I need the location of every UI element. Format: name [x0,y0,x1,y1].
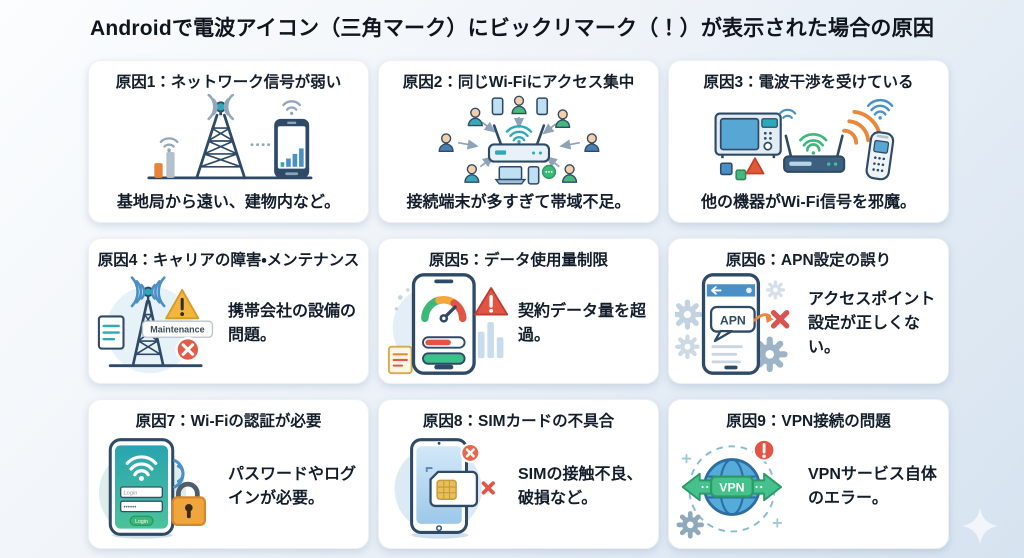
apn-speech-bubble: APN [709,305,756,343]
apn-error-icon: APN [675,273,790,375]
card-description: 他の機器がWi-Fi信号を邪魔。 [701,194,916,211]
card-cause-4: 原因4：キャリアの障害・メンテナンス [88,238,369,384]
sim-card-icon [429,470,495,508]
vpn-banner: VPN [709,475,754,498]
vpn-globe-illustration: VPN [675,434,803,540]
interference-illustration [669,93,948,188]
page-title: Androidで電波アイコン（三角マーク）にビックリマーク（！）が表示された場合… [89,17,935,40]
back-arrow-icon [711,286,722,295]
arrow-icon [753,313,772,322]
green-cube-icon [734,168,746,180]
cordless-phone-icon [865,130,894,180]
svg-text:VPN: VPN [719,480,744,494]
card-cause-9: 原因9：VPN接続の問題 [668,399,949,549]
svg-text:••••••: •••••• [124,504,137,511]
card-title: 原因3：電波干渉を受けている [703,74,914,91]
card-description: VPNサービス自体のエラー。 [808,466,937,507]
wifi-login-lock-icon: Login •••••• Login [98,438,207,539]
gear-icon [675,302,700,327]
sim-card-error-icon [394,438,495,539]
tower-maintenance-icon: Maintenance [97,276,214,374]
wifi-router-icon [487,123,550,163]
sparkle-icon [681,453,692,464]
card-cause-2: 原因2：同じWi-Fiにアクセス集中 [378,60,659,223]
svg-text:Login: Login [135,519,148,525]
card-title: 原因1：ネットワーク信号が弱い [115,74,342,91]
card-description: パスワードやログインが必要。 [228,466,357,507]
warning-triangle-icon [165,288,200,320]
gear-icon [765,280,786,300]
card-title: 原因8：SIMカードの不具合 [422,413,615,430]
router-icon [782,132,845,173]
crowded-wifi-illustration [379,93,658,188]
smartphone-icon [411,273,476,375]
cause-card-grid: 原因1：ネットワーク信号が弱い [88,60,949,549]
card-cause-3: 原因3：電波干渉を受けている [668,60,949,223]
sparkle-icon [962,508,998,544]
error-badge-icon [460,442,481,463]
chat-bubble-icon [541,164,556,179]
phone-wifi-icon [866,98,893,120]
usage-bar-icon [422,336,466,365]
card-cause-6: 原因6：APN設定の誤り [668,238,949,384]
error-circle-icon [175,337,201,363]
card-description: アクセスポイント設定が正しくない。 [808,291,936,356]
vpn-globe-icon: VPN [675,438,783,540]
blue-cube-icon [719,162,733,175]
crowded-router-icon [438,95,599,185]
wifi-wave-icon [173,458,185,489]
microwave-icon [714,112,782,158]
document-icon [387,345,413,375]
card-cause-8: 原因8：SIMカードの不具合 [378,399,659,549]
card-title: 原因4：キャリアの障害・メンテナンス [97,252,360,269]
wifi-icon [125,455,158,481]
cell-tower-icon [146,93,312,179]
card-description: 接続端末が多すぎて帯域不足。 [406,194,631,211]
sparkle-icon [772,518,783,528]
maintenance-tower-illustration: Maintenance [95,271,223,377]
card-title: 原因5：データ使用量制限 [428,252,609,269]
login-form: Login •••••• Login [120,486,163,526]
gear-icon [679,514,702,537]
interference-devices-icon [714,98,894,180]
card-cause-1: 原因1：ネットワーク信号が弱い [88,60,369,223]
alert-badge-icon [752,438,776,462]
maintenance-label: Maintenance [141,320,214,338]
blue-wave-icon [778,108,796,119]
phone-wifi-icon [281,99,301,115]
card-description: SIMの接触不良、破損など。 [518,466,643,507]
card-title: 原因2：同じWi-Fiにアクセス集中 [402,74,635,91]
warning-triangle-icon [745,156,764,174]
smartphone-icon [273,118,309,178]
device-icons [491,96,548,185]
card-title: 原因7：Wi-Fiの認証が必要 [135,413,322,430]
card-description: 基地局から遠い、建物内など。 [116,194,341,211]
card-description: 携帯会社の設備の問題。 [228,303,357,344]
wifi-login-illustration: Login •••••• Login [95,434,223,540]
svg-text:Maintenance: Maintenance [150,325,204,335]
vpn-arrows [681,472,783,502]
small-wifi-icon [159,136,179,152]
speedometer-icon [421,296,467,323]
sim-card-illustration [385,434,513,540]
card-title: 原因9：VPN接続の問題 [726,413,891,430]
error-x-icon [770,310,790,329]
gear-icon [677,336,697,356]
card-cause-7: 原因7：Wi-Fiの認証が必要 [88,399,369,549]
card-title: 原因6：APN設定の誤り [725,252,892,269]
card-description: 契約データ量を超過。 [518,303,647,344]
card-cause-5: 原因5：データ使用量制限 [378,238,659,384]
weak-signal-tower-illustration [89,93,368,188]
warning-triangle-icon [474,287,509,316]
data-gauge-illustration [385,271,513,377]
data-limit-gauge-icon [387,273,509,375]
svg-text:Login: Login [124,491,138,497]
apn-settings-illustration: APN [675,271,803,377]
document-icon [97,315,125,350]
padlock-icon [171,481,207,526]
svg-text:APN: APN [720,313,746,327]
